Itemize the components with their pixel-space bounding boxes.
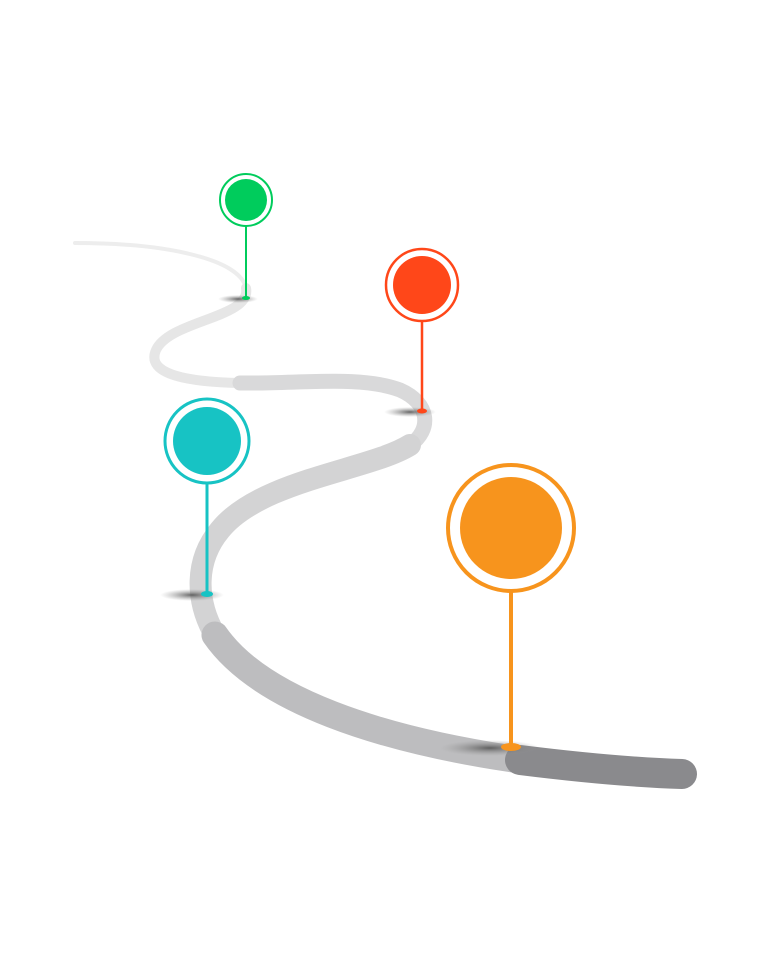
road xyxy=(73,241,697,789)
road-segment-1 xyxy=(73,241,248,290)
pin-dot xyxy=(225,179,267,221)
road-segment-3 xyxy=(232,373,433,453)
milestone-pin-green xyxy=(218,173,273,303)
pin-dot xyxy=(393,256,451,314)
milestone-pin-red xyxy=(384,247,460,417)
road-segment-6 xyxy=(505,745,697,789)
milestone-pin-orange xyxy=(440,463,576,756)
milestone-pin-teal xyxy=(160,397,251,601)
road-segment-2 xyxy=(149,283,252,388)
pin-dot xyxy=(460,477,562,579)
pin-dot xyxy=(173,407,241,475)
